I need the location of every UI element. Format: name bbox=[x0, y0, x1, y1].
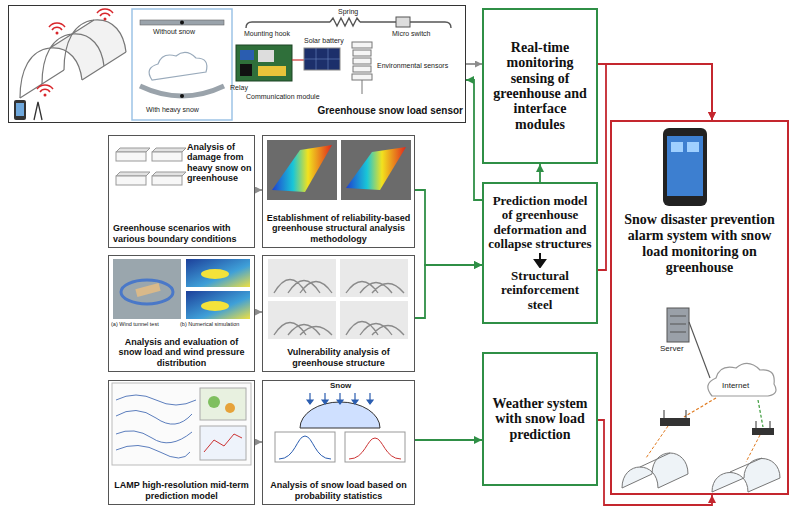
part-label: Environmental sensors bbox=[377, 62, 448, 70]
analysis-box: Establishment of reliability-based green… bbox=[262, 135, 415, 248]
part-label: Micro switch bbox=[392, 30, 431, 38]
node-text: Structural reinforcement steel bbox=[488, 269, 592, 312]
node-text: Greenhouse scenarios with various bounda… bbox=[113, 223, 251, 244]
part-label: Without snow bbox=[153, 28, 195, 36]
analysis-box: Vulnerability analysis of greenhouse str… bbox=[262, 255, 415, 372]
analysis-box: Analysis of snow load based on probabili… bbox=[262, 380, 415, 505]
part-label: Communication module bbox=[246, 93, 320, 101]
part-label: Snow bbox=[330, 382, 351, 391]
connector-arrow bbox=[415, 265, 482, 318]
connector-arrow bbox=[255, 311, 262, 313]
relay-board bbox=[236, 45, 304, 81]
connector-arrow bbox=[539, 164, 541, 182]
wifi-icon bbox=[37, 9, 113, 92]
connector-arrow bbox=[466, 63, 482, 65]
alarm-system-box: Snow disaster prevention alarm system wi… bbox=[610, 120, 789, 495]
connector-arrow bbox=[415, 439, 482, 441]
node-title: Vulnerability analysis of greenhouse str… bbox=[266, 347, 411, 368]
snow-load-charts bbox=[275, 393, 405, 462]
part-label: Spring bbox=[338, 8, 358, 16]
connector-arrow bbox=[598, 64, 712, 120]
node-title: Real-time monitoring sensing of greenhou… bbox=[488, 40, 592, 132]
environmental-sensor bbox=[352, 42, 372, 94]
part-label: Mounting hook bbox=[244, 30, 290, 38]
node-title: Establishment of reliability-based green… bbox=[266, 213, 411, 244]
internet-cloud bbox=[708, 363, 776, 396]
node-title: Analysis and evaluation of snow load and… bbox=[112, 337, 251, 368]
solar-panel bbox=[304, 48, 340, 70]
router-icon bbox=[660, 410, 774, 435]
down-arrow bbox=[533, 252, 547, 268]
weather-map bbox=[112, 383, 251, 465]
node-title: Snow disaster prevention alarm system wi… bbox=[620, 212, 779, 276]
part-label: With heavy snow bbox=[146, 106, 199, 114]
module-box: Weather system with snow load prediction bbox=[482, 352, 598, 486]
smartphone bbox=[663, 128, 707, 206]
connector-arrow bbox=[598, 420, 712, 505]
analysis-box: Analysis and evaluation of snow load and… bbox=[108, 255, 255, 372]
module-box: Prediction model of greenhouse deformati… bbox=[482, 182, 598, 324]
module-box: Real-time monitoring sensing of greenhou… bbox=[482, 8, 598, 164]
node-title: Prediction model of greenhouse deformati… bbox=[488, 194, 592, 251]
wind-tunnel-images bbox=[113, 259, 250, 319]
stress-maps bbox=[267, 140, 411, 200]
snow-inset bbox=[132, 9, 232, 120]
part-label: Server bbox=[660, 345, 684, 354]
part-label: (b) Numerical simulation bbox=[180, 321, 239, 327]
node-title: Analysis of damage from heavy snow on gr… bbox=[187, 142, 253, 183]
part-label: (a) Wind tunnel test bbox=[111, 321, 159, 327]
sensor-rod bbox=[246, 18, 451, 28]
node-title: Weather system with snow load prediction bbox=[488, 396, 592, 442]
greenhouse-icons bbox=[622, 453, 780, 492]
connector-arrow bbox=[415, 190, 482, 265]
collapse-images bbox=[268, 259, 408, 339]
analysis-box: LAMP high-resolution mid-term prediction… bbox=[108, 380, 255, 505]
greenhouse-tunnel bbox=[20, 20, 126, 98]
part-label: Solar battery bbox=[304, 37, 344, 45]
node-title: Greenhouse snow load sensor bbox=[307, 105, 463, 117]
connector-arrow bbox=[466, 80, 482, 200]
node-title: LAMP high-resolution mid-term prediction… bbox=[112, 480, 251, 501]
node-title: Analysis of snow load based on probabili… bbox=[266, 480, 411, 501]
part-label: Internet bbox=[722, 382, 749, 391]
phone-icon bbox=[14, 100, 42, 120]
analysis-box: Analysis of damage from heavy snow on gr… bbox=[108, 135, 255, 248]
part-label: Relay bbox=[230, 84, 248, 92]
connector-arrow bbox=[255, 441, 262, 443]
connector-arrow bbox=[255, 189, 262, 191]
pipe-models bbox=[116, 148, 186, 185]
server-icon bbox=[667, 308, 689, 342]
